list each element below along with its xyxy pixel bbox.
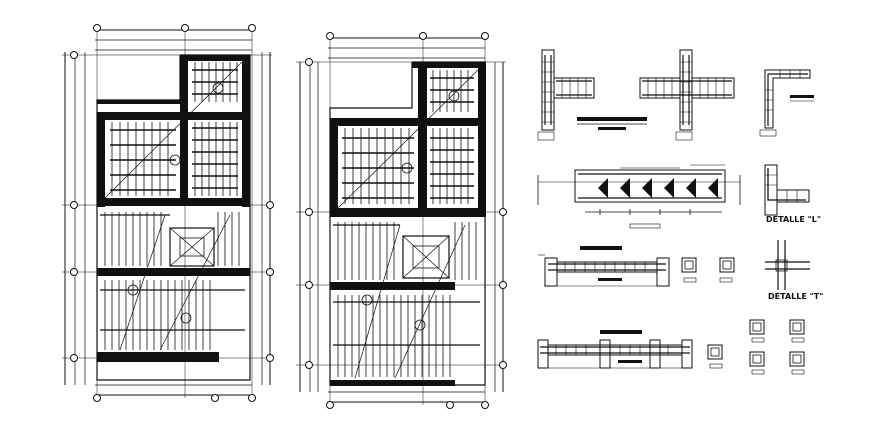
detail-footing-section xyxy=(537,164,810,229)
detalle-l-label: DETALLE "L" xyxy=(766,215,821,224)
detalle-t-label: DETALLE "T" xyxy=(768,292,823,301)
floor-plan-middle xyxy=(296,36,506,405)
grid-bubbles-middle xyxy=(305,32,507,409)
grid-bubbles-left xyxy=(70,24,274,402)
detail-column-joints xyxy=(537,49,814,141)
detail-beam-elevation-2 xyxy=(537,319,805,375)
floor-plan-left xyxy=(62,28,272,398)
detail-beam-elevation-1 xyxy=(538,240,810,290)
